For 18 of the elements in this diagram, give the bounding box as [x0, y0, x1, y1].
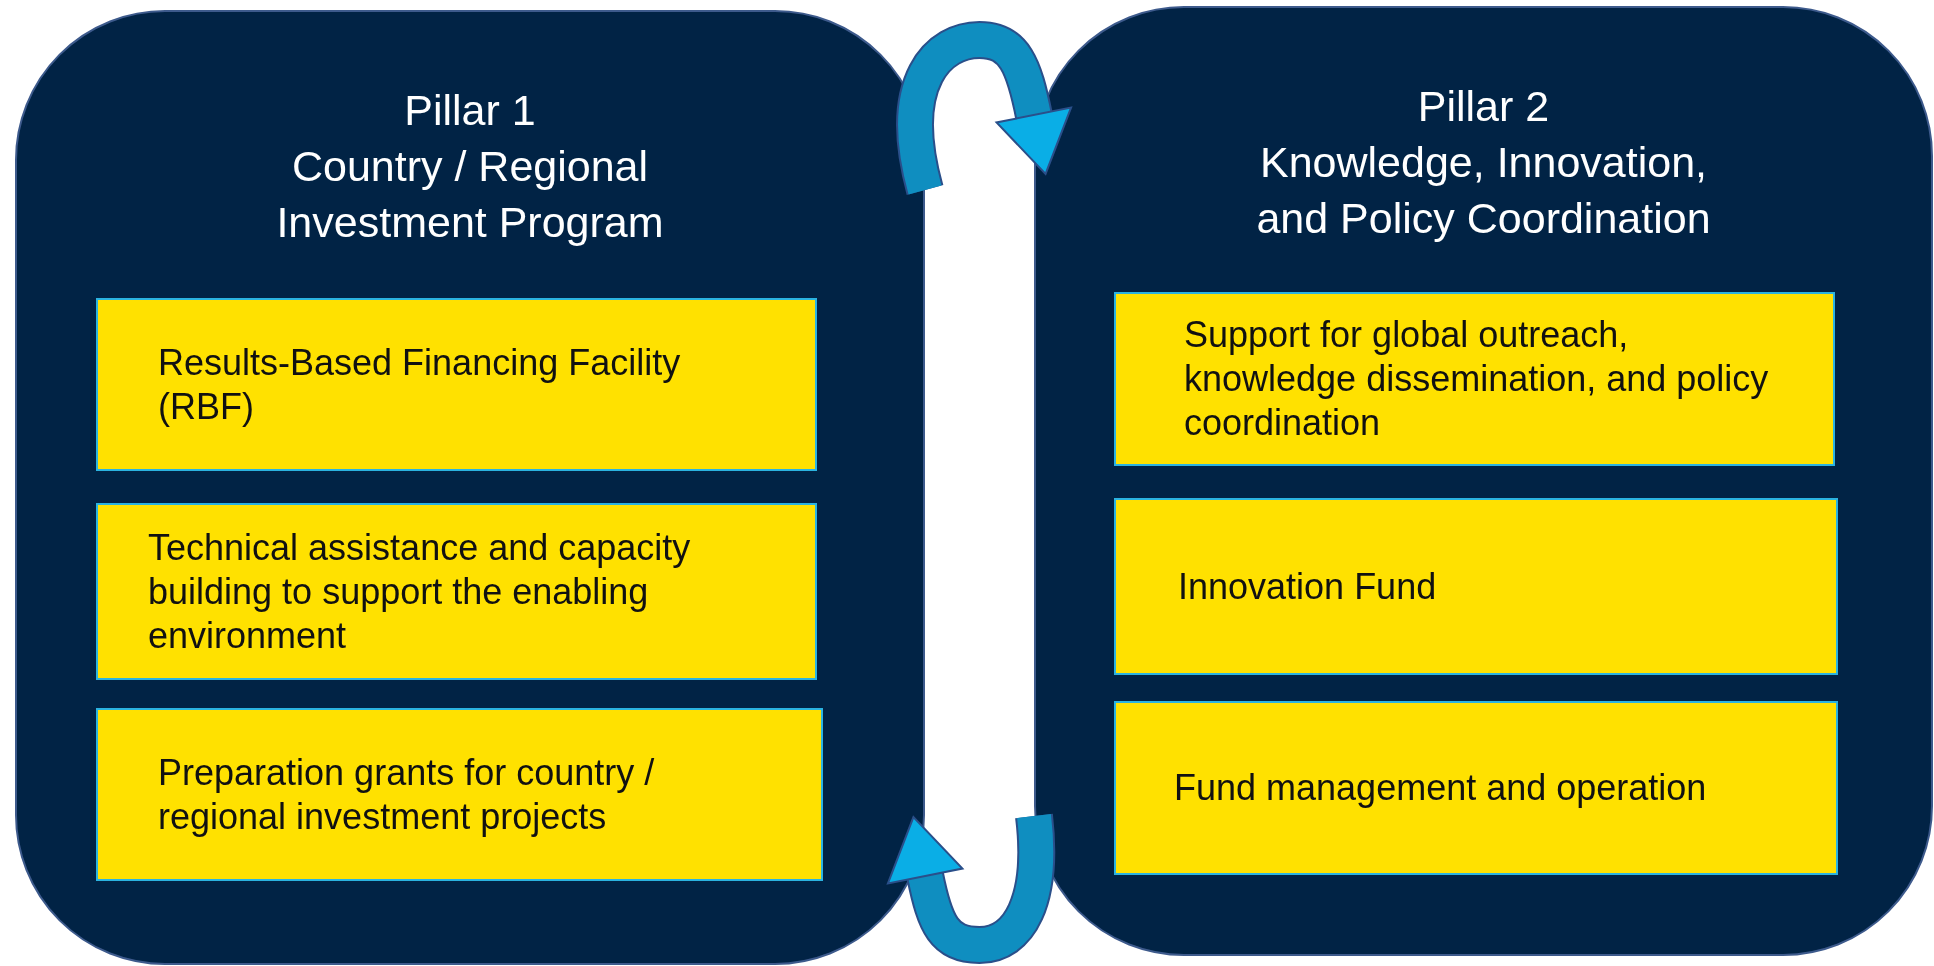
component-box [1114, 498, 1838, 675]
component-text: Fund management and operation [1174, 766, 1707, 810]
component-box [96, 298, 817, 471]
pillar-title: Knowledge, Innovation, and Policy Coordination [1255, 137, 1712, 244]
component-text: Results-Based Financing Facility (RBF) [158, 340, 682, 429]
pillar-panel [1034, 6, 1933, 956]
component-box [1114, 701, 1838, 875]
component-box [96, 503, 817, 680]
pillar-title: Pillar 1 [403, 85, 537, 136]
component-box [96, 708, 823, 881]
pillar-title: Country / Regional Investment Program [275, 141, 665, 248]
pillar-panel [15, 10, 925, 965]
pillar-title: Pillar 2 [1416, 81, 1551, 132]
component-text: Innovation Fund [1178, 564, 1437, 609]
component-text: Support for global outreach, knowledge dissemination, and policy coordination [1184, 313, 1770, 445]
component-box [1114, 292, 1835, 466]
component-text: Preparation grants for country / regional investment projects [158, 750, 656, 839]
component-text: Technical assistance and capacity building to support the enabling environment [148, 525, 692, 658]
